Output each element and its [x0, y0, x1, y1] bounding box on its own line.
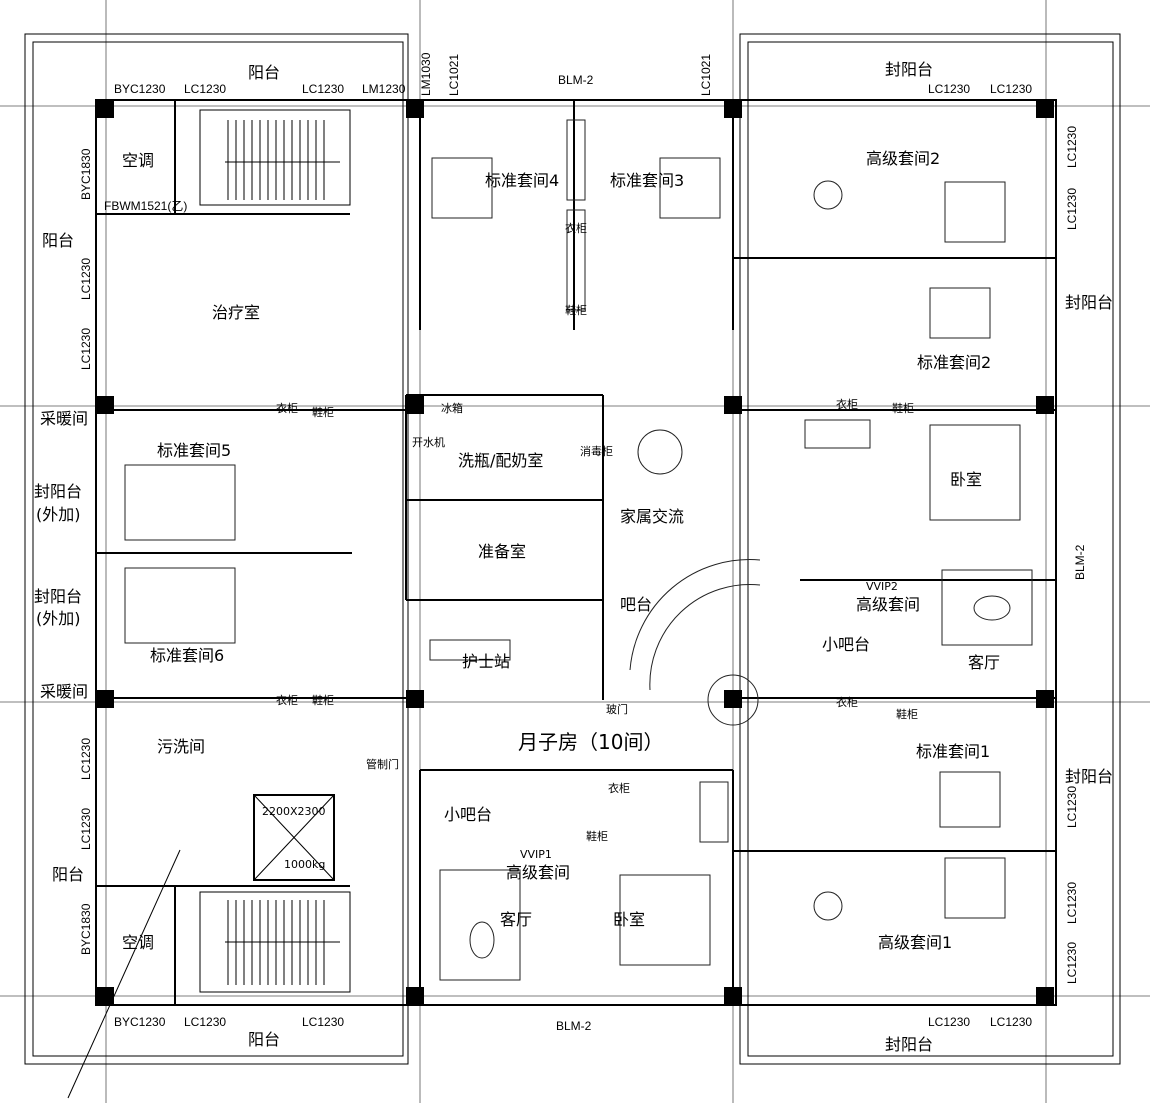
leader-line — [67, 849, 181, 1099]
code-lm1030: LM1030 — [419, 52, 433, 96]
balcony-top-right: 封阳台 — [885, 60, 933, 79]
code-lc1230-l4: LC1230 — [79, 808, 93, 850]
code-fbwm: FBWM1521(乙) — [104, 199, 187, 213]
code-lc1230-tr1: LC1230 — [928, 82, 970, 96]
room-heating-top: 采暖间 — [40, 409, 88, 428]
code-blm2-right: BLM-2 — [1073, 544, 1087, 580]
code-lc1230-r5: LC1230 — [1065, 942, 1079, 984]
room-suite-adv-2: 高级套间2 — [866, 149, 940, 168]
outer-outline — [24, 33, 1121, 1065]
balcony-left-lower: 阳台 — [52, 865, 84, 884]
room-family-lounge: 家属交流 — [620, 507, 684, 526]
room-treatment: 治疗室 — [212, 303, 260, 322]
columns — [96, 100, 1054, 1005]
main-title: 月子房（10间） — [518, 730, 663, 754]
room-dirty-wash: 污洗间 — [157, 737, 205, 756]
balcony-added-1: 封阳台 — [34, 482, 82, 501]
room-living-right: 客厅 — [968, 653, 1000, 672]
code-lc1230-br1: LC1230 — [928, 1015, 970, 1029]
room-bottle-milk: 洗瓶/配奶室 — [458, 451, 543, 470]
room-suite-std-2: 标准套间2 — [917, 353, 991, 372]
balcony-top-left: 阳台 — [248, 63, 280, 82]
room-aircon-top: 空调 — [122, 151, 154, 170]
room-nurse-station: 护士站 — [462, 652, 510, 671]
balcony-bottom-right: 封阳台 — [885, 1035, 933, 1054]
fixture-wardrobe-r2: 衣柜 — [836, 695, 858, 709]
code-byc1830-top: BYC1830 — [79, 148, 93, 200]
fixture-wardrobe-l1: 衣柜 — [276, 401, 298, 415]
pipe-door-label: 管制门 — [366, 757, 399, 771]
code-lc1021-a: LC1021 — [447, 54, 461, 96]
room-small-bar-right: 小吧台 — [822, 635, 870, 654]
fixture-water-dispenser: 开水机 — [412, 435, 445, 449]
code-lc1230-bl1: LC1230 — [184, 1015, 226, 1029]
fixture-shoe-r1: 鞋柜 — [892, 401, 914, 415]
room-suite-std-4: 标准套间4 — [485, 171, 559, 190]
fixture-shoe-r2: 鞋柜 — [896, 707, 918, 721]
main-walls — [95, 99, 1057, 1006]
balcony-added-2: 封阳台 — [34, 587, 82, 606]
balcony-right-lower: 封阳台 — [1065, 767, 1113, 786]
room-small-bar-left: 小吧台 — [444, 805, 492, 824]
code-byc1230-bl: BYC1230 — [114, 1015, 166, 1029]
balcony-added-2-note: (外加) — [36, 609, 81, 628]
fixture-wardrobe-vvip1: 衣柜 — [608, 781, 630, 795]
balcony-bottom-left: 阳台 — [248, 1030, 280, 1049]
fixture-disinfect: 消毒柜 — [580, 444, 613, 458]
code-lc1230-r3: LC1230 — [1065, 786, 1079, 828]
fixture-wardrobe-l2: 衣柜 — [276, 693, 298, 707]
code-byc1230-tl: BYC1230 — [114, 82, 166, 96]
code-lm1230: LM1230 — [362, 82, 406, 96]
room-bedroom-right: 卧室 — [950, 470, 982, 489]
balcony-added-1-note: (外加) — [36, 505, 81, 524]
room-suite-std-1: 标准套间1 — [916, 742, 990, 761]
code-lc1230-tl1: LC1230 — [184, 82, 226, 96]
code-lc1230-r2: LC1230 — [1065, 188, 1079, 230]
room-suite-adv-1: 高级套间1 — [878, 933, 952, 952]
code-lc1230-br2: LC1230 — [990, 1015, 1032, 1029]
code-lc1230-l2: LC1230 — [79, 328, 93, 370]
room-suite-std-5: 标准套间5 — [157, 441, 231, 460]
fixture-wardrobe-r1: 衣柜 — [836, 397, 858, 411]
elevator-load: 1000kg — [284, 858, 325, 871]
code-lc1230-r1: LC1230 — [1065, 126, 1079, 168]
code-lc1230-l3: LC1230 — [79, 738, 93, 780]
code-lc1021-b: LC1021 — [699, 54, 713, 96]
fixture-shoe-l2: 鞋柜 — [312, 693, 334, 707]
fixture-glass-door: 玻门 — [606, 702, 628, 716]
room-vvip2-code: VVIP2 — [866, 580, 898, 593]
elevator-size: 2200X2300 — [262, 805, 326, 818]
fixture-shoe-vvip1: 鞋柜 — [586, 829, 608, 843]
elevator: 2200X2300 1000kg — [253, 794, 335, 881]
room-vvip2-name: 高级套间 — [856, 595, 920, 614]
fixture-wardrobe-top: 衣柜 — [565, 221, 587, 235]
fixture-shoe-l1: 鞋柜 — [312, 405, 334, 419]
code-lc1230-tr2: LC1230 — [990, 82, 1032, 96]
stair-top — [199, 109, 351, 206]
stair-bottom — [199, 891, 351, 993]
room-suite-std-6: 标准套间6 — [150, 646, 224, 665]
fixture-shoe-top: 鞋柜 — [565, 303, 587, 317]
balcony-right-upper: 封阳台 — [1065, 293, 1113, 312]
code-lc1230-r4: LC1230 — [1065, 882, 1079, 924]
room-prep: 准备室 — [478, 542, 526, 561]
room-suite-std-3: 标准套间3 — [610, 171, 684, 190]
furniture — [124, 119, 1033, 981]
code-lc1230-l1: LC1230 — [79, 258, 93, 300]
room-vvip1-code: VVIP1 — [520, 848, 552, 861]
room-heating-bottom: 采暖间 — [40, 682, 88, 701]
room-vvip1-name: 高级套间 — [506, 863, 570, 882]
room-living-left: 客厅 — [500, 910, 532, 929]
code-lc1230-tl2: LC1230 — [302, 82, 344, 96]
code-blm2-bottom: BLM-2 — [556, 1019, 592, 1033]
code-lc1230-bl2: LC1230 — [302, 1015, 344, 1029]
fixture-fridge: 冰箱 — [441, 401, 463, 415]
room-bar: 吧台 — [620, 595, 652, 614]
room-bedroom-left: 卧室 — [613, 910, 645, 929]
balcony-left-upper: 阳台 — [42, 231, 74, 250]
code-blm2-top: BLM-2 — [558, 73, 594, 87]
code-byc1830-bottom: BYC1830 — [79, 903, 93, 955]
